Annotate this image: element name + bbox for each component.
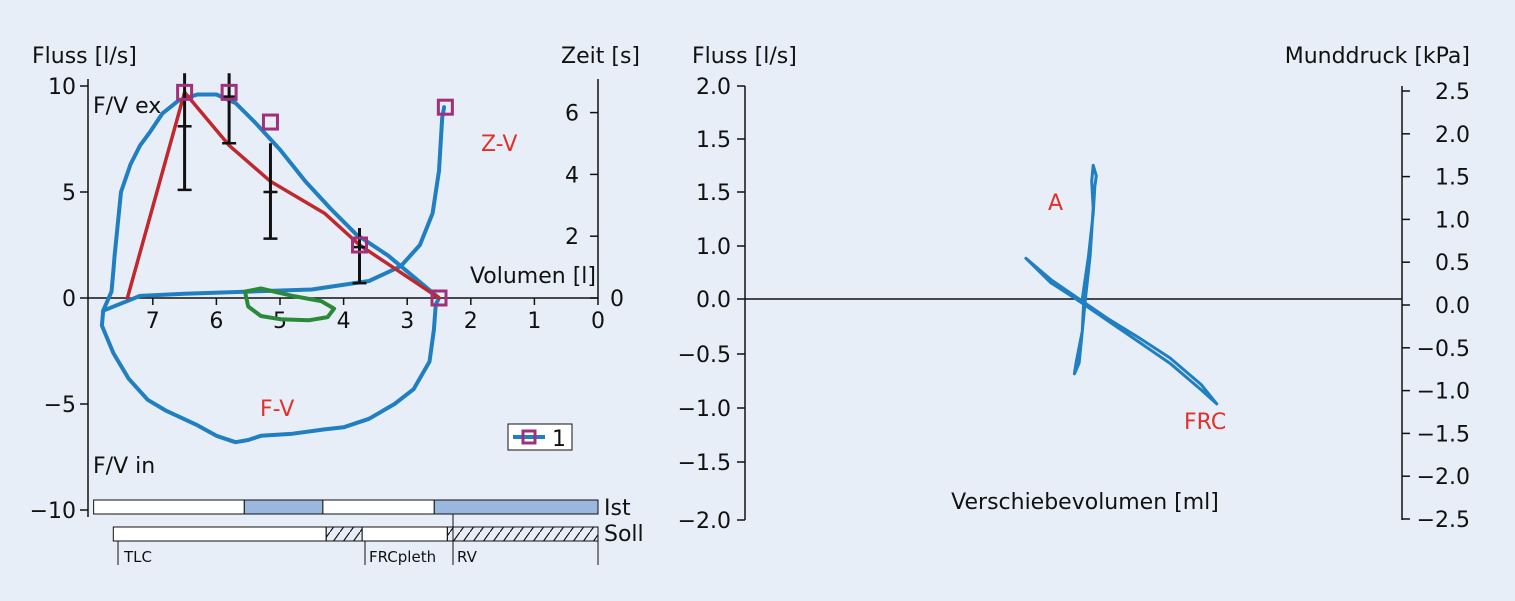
left-ytick-label: 5 — [62, 181, 76, 206]
z-v-label: Z-V — [481, 132, 517, 157]
volume-bars: Ist Soll TLC FRCpleth RV — [93, 496, 644, 566]
left-ytick-label: 0 — [62, 287, 76, 312]
soll-bar-segment — [361, 526, 448, 542]
left-ytick-right-label: 0 — [610, 287, 624, 312]
right-ytick-label: 1.5 — [696, 181, 731, 206]
right-ytick-right-label: −0.5 — [1417, 337, 1470, 362]
right-ytick-label: 2.0 — [696, 75, 731, 100]
right-ytick-label: 1.0 — [696, 235, 731, 260]
right-ytick-label: −0.5 — [678, 343, 731, 368]
right-ytick-right-label: −1.0 — [1417, 380, 1470, 405]
right-ylabel-right: Munddruck [kPa] — [1285, 44, 1470, 69]
right-ylabel: Fluss [l/s] — [692, 44, 797, 69]
right-ytick-right-label: 2.5 — [1435, 80, 1470, 105]
left-markers — [176, 83, 454, 307]
left-xlabel: Volumen [l] — [470, 264, 596, 289]
data-marker — [430, 289, 448, 307]
left-xtick-label: 1 — [527, 309, 541, 334]
series-green_loop — [243, 286, 337, 323]
series-fv_loop — [99, 92, 441, 445]
left-xtick-label: 0 — [591, 309, 605, 334]
left-ytick-right-label: 4 — [565, 163, 579, 188]
right-ytick-right-label: −1.5 — [1417, 422, 1470, 447]
series-loop_frc — [1024, 256, 1219, 406]
series-fv_open — [101, 105, 447, 313]
a-label: A — [1048, 191, 1063, 216]
left-ytick-right-label: 6 — [565, 102, 579, 127]
right-ytick-right-label: −2.0 — [1417, 465, 1470, 490]
left-xtick-label: 2 — [464, 309, 478, 334]
left-chart: Fluss [l/s] Zeit [s] F/V ex F/V in Z-V F… — [30, 44, 644, 566]
right-ytick-label: −1.0 — [678, 397, 731, 422]
right-ytick-right-label: 1.5 — [1435, 166, 1470, 191]
data-marker — [351, 236, 368, 254]
soll-bar-segment — [325, 526, 363, 542]
rv-label: RV — [457, 548, 478, 566]
right-ytick-label: −1.5 — [678, 451, 731, 476]
right-xlabel: Verschiebevolumen [ml] — [951, 490, 1219, 515]
data-marker — [436, 98, 454, 116]
fv-ex-label: F/V ex — [93, 94, 161, 119]
data-marker — [220, 83, 238, 101]
right-chart: Fluss [l/s] Munddruck [kPa] Verschiebevo… — [678, 44, 1470, 534]
left-yticks-left: 10 5 0 −5 −10 — [30, 75, 88, 524]
ist-bar-segment — [322, 499, 435, 515]
soll-bar-segment — [446, 526, 599, 542]
right-series — [1024, 163, 1219, 406]
f-v-label: F-V — [260, 397, 294, 422]
left-xtick-label: 4 — [337, 309, 351, 334]
ist-label: Ist — [604, 496, 631, 521]
ist-bar-segment — [243, 499, 324, 515]
left-ytick-right-label: 2 — [565, 225, 579, 250]
left-xticks: 7 6 5 4 3 2 1 0 — [146, 298, 605, 334]
left-xtick-label: 7 — [146, 309, 160, 334]
ist-bar-segment — [93, 499, 245, 515]
data-marker — [176, 83, 194, 101]
left-ytick-label: 10 — [48, 75, 76, 100]
frc-label: FRC — [1184, 410, 1226, 435]
fv-in-label: F/V in — [93, 454, 155, 479]
legend-marker — [521, 429, 537, 445]
right-ytick-right-label: 2.0 — [1435, 123, 1470, 148]
right-ytick-right-label: 0.5 — [1435, 251, 1470, 276]
right-yticks-right: 2.5 2.0 1.5 1.0 0.5 0.0 −0.5 −1.0 −1.5 −2.0 −2.5 — [1402, 80, 1470, 533]
data-marker — [261, 113, 279, 131]
left-xtick-label: 3 — [400, 309, 414, 334]
left-ytick-label: −10 — [30, 499, 76, 524]
frcpleth-label: FRCpleth — [369, 548, 436, 566]
right-ytick-label: −2.0 — [678, 509, 731, 534]
legend-label: 1 — [552, 427, 566, 452]
right-ytick-label: 0.0 — [696, 288, 731, 313]
left-xtick-label: 6 — [209, 309, 223, 334]
right-ytick-label: 1.5 — [696, 128, 731, 153]
ist-bar-segment — [433, 499, 599, 515]
soll-bar-segment — [112, 526, 327, 542]
tlc-label: TLC — [123, 548, 152, 566]
right-ytick-right-label: 0.0 — [1435, 294, 1470, 319]
left-xtick-label: 5 — [273, 309, 287, 334]
left-ytick-label: −5 — [44, 393, 76, 418]
right-ytick-right-label: 1.0 — [1435, 208, 1470, 233]
legend: 1 — [507, 423, 573, 452]
series-loop_a — [1072, 163, 1098, 376]
left-ylabel: Fluss [l/s] — [32, 44, 137, 69]
right-yticks-left: 2.0 1.5 1.5 1.0 0.0 −0.5 −1.0 −1.5 −2.0 — [678, 75, 745, 534]
soll-label: Soll — [604, 522, 644, 547]
left-yticks-right: 6 4 2 0 — [565, 102, 624, 312]
left-ylabel-right: Zeit [s] — [561, 44, 640, 69]
right-ytick-right-label: −2.5 — [1417, 508, 1470, 533]
